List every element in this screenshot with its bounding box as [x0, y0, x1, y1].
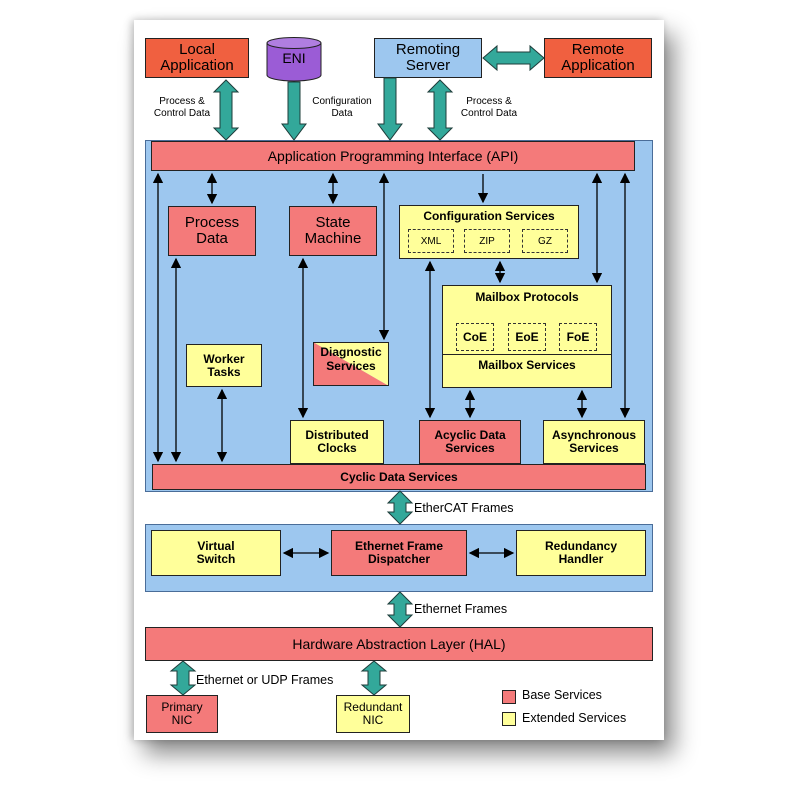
- cyclic-data-services-bar: Cyclic Data Services: [152, 464, 646, 490]
- ethernet-udp-frames-label: Ethernet or UDP Frames: [196, 673, 334, 687]
- virtual-switch-box: Virtual Switch: [151, 530, 281, 576]
- configuration-data-label: Configuration Data: [312, 96, 372, 119]
- mailbox-box: [442, 285, 612, 388]
- eni-label: ENI: [282, 50, 306, 66]
- configuration-services-box: Configuration Services: [399, 205, 579, 259]
- configuration-services-label: Configuration Services: [423, 209, 555, 223]
- legend-base-label: Base Services: [522, 688, 602, 702]
- process-control-label-right: Process & Control Data: [460, 96, 518, 119]
- redundancy-handler-box: Redundancy Handler: [516, 530, 646, 576]
- distributed-clocks-box: Distributed Clocks: [290, 420, 384, 464]
- redundant-nic-box: Redundant NIC: [336, 695, 410, 733]
- hal-bar: Hardware Abstraction Layer (HAL): [145, 627, 653, 661]
- acyclic-data-services-box: Acyclic Data Services: [419, 420, 521, 464]
- ethernet-frames-label: Ethernet Frames: [414, 602, 508, 616]
- diagnostic-services-label: Diagnostic Services: [320, 345, 382, 373]
- eoe-protocol: EoE: [508, 323, 546, 351]
- eni-cylinder: [266, 37, 322, 82]
- process-control-label-left: Process & Control Data: [153, 96, 211, 119]
- ethercat-frames-label: EtherCAT Frames: [414, 501, 514, 515]
- process-data-box: Process Data: [168, 206, 256, 256]
- legend-base-swatch: [502, 690, 516, 704]
- mailbox-divider: [442, 354, 612, 355]
- foe-protocol: FoE: [559, 323, 597, 351]
- remoting-server-box: Remoting Server: [374, 38, 482, 78]
- asynchronous-services-box: Asynchronous Services: [543, 420, 645, 464]
- gz-format: GZ: [522, 229, 568, 253]
- worker-tasks-box: Worker Tasks: [186, 344, 262, 387]
- local-application-box: Local Application: [145, 38, 249, 78]
- legend-extended-swatch: [502, 712, 516, 726]
- coe-protocol: CoE: [456, 323, 494, 351]
- ethernet-frame-dispatcher-box: Ethernet Frame Dispatcher: [331, 530, 467, 576]
- api-bar: Application Programming Interface (API): [151, 141, 635, 171]
- primary-nic-box: Primary NIC: [146, 695, 218, 733]
- zip-format: ZIP: [464, 229, 510, 253]
- diagnostic-services-bg: [313, 342, 389, 386]
- legend-extended-label: Extended Services: [522, 711, 627, 725]
- state-machine-box: State Machine: [289, 206, 377, 256]
- remote-application-box: Remote Application: [544, 38, 652, 78]
- mailbox-protocols-label: Mailbox Protocols: [475, 290, 579, 304]
- xml-format: XML: [408, 229, 454, 253]
- mailbox-services-label: Mailbox Services: [478, 358, 576, 372]
